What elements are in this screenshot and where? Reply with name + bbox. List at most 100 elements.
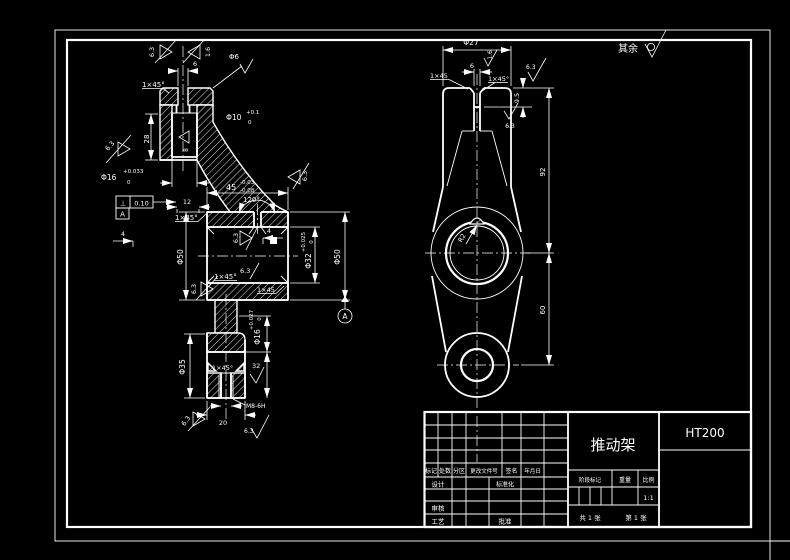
dia16-lower-tol: 0 xyxy=(257,317,263,321)
rough-slot-right-label: 1.6 xyxy=(204,47,212,57)
rough-top-face-label: 6.3 xyxy=(526,64,536,71)
callout-chamfer-right: 1×45° xyxy=(481,75,509,92)
dim60-label: 60 xyxy=(539,306,547,315)
feature-control-frame: ⊥ 0.10 A xyxy=(115,195,176,220)
roughness-slot-left: 6.3 xyxy=(148,38,178,64)
part-name: 推动架 xyxy=(590,436,635,454)
datum-a-label: A xyxy=(342,312,348,321)
row-design: 设计 xyxy=(432,480,446,489)
dim-dia50-right: Φ50 xyxy=(290,211,350,301)
stage-mark-label: 阶段标记 xyxy=(579,476,602,484)
rough-bore32-label: 6.3 xyxy=(232,233,240,243)
roughness-body-left: 6.3 xyxy=(104,134,132,164)
dia35-label: Φ35 xyxy=(178,359,187,375)
dim-4-left: 4 xyxy=(113,230,134,247)
roughness-slot-face: 1.6 xyxy=(483,49,498,67)
scale-value: 1:1 xyxy=(643,494,653,502)
rough-bottom-right-label: 6.3 xyxy=(244,428,254,435)
dim4-right-label: 4 xyxy=(267,227,271,235)
oil-hole-label: Φ6 xyxy=(229,53,240,61)
col-count: 处数 xyxy=(439,467,451,475)
rough-width45-label: 6.3 xyxy=(301,171,309,181)
col-zone: 分区 xyxy=(453,467,465,475)
dim-chamfer-top: 1×45° xyxy=(142,81,170,94)
dim-4-right: 4 xyxy=(262,227,283,244)
material: HT200 xyxy=(685,426,724,440)
dim4-left-label: 4 xyxy=(121,230,125,238)
rough-bottom-left-label: 6.3 xyxy=(180,414,192,427)
dim-92-60: 92 60 xyxy=(513,87,554,366)
depth95-label: 9.5 xyxy=(513,93,521,103)
roughness-top-face: 6.3 xyxy=(526,57,547,82)
rough-slot-left-label: 6.3 xyxy=(148,47,156,57)
angle120-label: 120° xyxy=(243,196,260,204)
depth8-label: 8 xyxy=(183,148,190,152)
height28-label: 28 xyxy=(143,135,151,144)
dim-bore16-top: Φ16 +0.033 0 xyxy=(101,160,209,187)
bore16-upper-tol: +0.033 xyxy=(123,169,144,175)
weight-label: 重量 xyxy=(619,476,631,484)
chamfer-top-label: 1×45° xyxy=(142,81,165,89)
dim92-label: 92 xyxy=(539,168,547,177)
roughness-bottom-right: 6.3 xyxy=(244,414,270,439)
general-roughness-note: 其余 xyxy=(618,29,667,58)
callout-chamfer-bore-right: 1×45 xyxy=(257,285,285,294)
bore10-lower-tol: 0 xyxy=(248,120,252,126)
roughness-bore32: 6.3 xyxy=(232,225,259,251)
col-mark: 标记 xyxy=(425,467,437,475)
roughness-slot-right: 1.6 xyxy=(182,38,212,64)
callout-chamfer-left: 1×45 xyxy=(430,72,469,90)
callout-groove: R2 xyxy=(456,224,478,245)
roughness-check-icon xyxy=(644,29,667,58)
slot6-label: 6 xyxy=(470,62,474,70)
dim-12: 12 xyxy=(166,198,210,213)
chamfer-bore-left-label: 1×45° xyxy=(214,273,237,281)
dia16-upper-tol: +0.027 xyxy=(249,309,255,330)
width45-upper-tol: -0.03 xyxy=(240,180,255,186)
width20-label: 20 xyxy=(219,419,227,427)
sheet-total: 共 1 张 xyxy=(579,513,601,522)
thread-label: M8-6H xyxy=(246,403,266,410)
scale-label: 比例 xyxy=(642,476,654,484)
callout-chamfer-bore-left: 1×45° 6.3 xyxy=(214,262,260,281)
dim-depth8: 8 xyxy=(178,130,190,152)
fcf-datum-ref: A xyxy=(120,211,125,219)
dim-dia32: Φ32 +0.025 0 xyxy=(290,226,320,284)
bore10-upper-tol: +0.1 xyxy=(246,110,259,116)
roughness-slot-bottom: 6.3 xyxy=(503,102,519,130)
dim-width45: 45 -0.03 -0.08 xyxy=(206,180,289,210)
groove-radius-label: R2 xyxy=(456,232,467,243)
dim-height28: 28 xyxy=(143,113,158,161)
title-block: 标记 处数 分区 更改文件号 签名 年月日 设计 标准化 审核 工艺 批准 推动… xyxy=(423,410,753,529)
bore10-label: Φ10 xyxy=(226,113,242,122)
right-view: Φ27 1.6 6 1×45 1×45° 9.5 xyxy=(425,38,554,462)
callout-oil-hole: Φ6 xyxy=(212,53,254,89)
col-date: 年月日 xyxy=(524,467,541,475)
dia16-label: Φ16 xyxy=(253,329,262,345)
dim-width20: 20 xyxy=(196,401,256,427)
dim-dia35: Φ35 xyxy=(178,333,205,399)
row-process: 工艺 xyxy=(432,518,446,526)
left-view-section: 1×45° 6.3 1.6 6 Φ6 Φ10 +0.1 xyxy=(101,38,353,439)
depth32-label: 32 xyxy=(252,362,260,370)
roughness-neck: 6.3 xyxy=(190,275,219,301)
datum-a-symbol: A xyxy=(337,296,353,324)
dim-slot-width: 6 xyxy=(168,60,198,86)
callout-chamfer-cyl: 1×45° xyxy=(175,213,207,222)
roughness-width45: 6.3 xyxy=(287,162,310,190)
dia50-left-label: Φ50 xyxy=(176,249,185,265)
row-standard: 标准化 xyxy=(496,481,514,489)
row-check: 审核 xyxy=(432,504,446,513)
dim-slot6: 6 xyxy=(462,62,492,86)
chamfer-left-label: 1×45 xyxy=(430,72,448,80)
dia32-lower-tol: 0 xyxy=(309,240,315,244)
rough-body-left-label: 6.3 xyxy=(104,139,117,152)
dia50-right-label: Φ50 xyxy=(333,249,342,265)
row-approve: 批准 xyxy=(499,517,513,526)
rough-slot-label: 1.6 xyxy=(487,50,494,60)
width45-label: 45 xyxy=(226,183,236,192)
chamfer-thread-label: 1×45° xyxy=(212,364,233,372)
dim-depth95: 9.5 xyxy=(484,78,532,118)
